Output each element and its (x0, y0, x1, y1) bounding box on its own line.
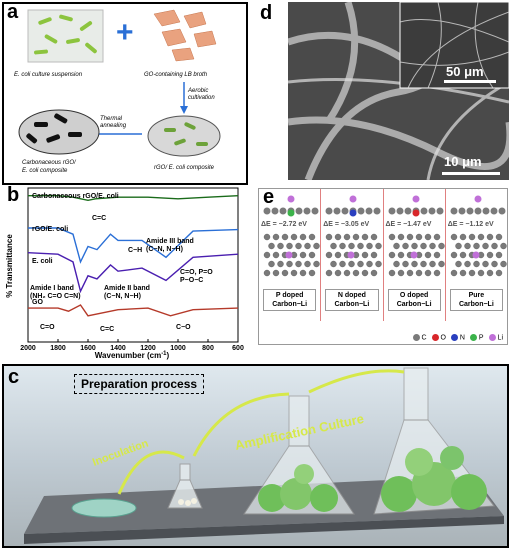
arrow-amplify-2 (308, 369, 405, 394)
medium-flask (243, 395, 355, 515)
legend-li: Li (488, 333, 503, 341)
panel-a-letter: a (7, 1, 19, 23)
thermal-label: Thermal (100, 116, 123, 122)
panel-a-schematic: + E. coli culture suspension GO-containi… (14, 9, 221, 174)
annotation-cc1: C=C (92, 215, 106, 222)
ftir-chart: % Transmittance Wavenumber (cm-1) 2000 18… (5, 187, 244, 360)
series-line-0 (28, 195, 239, 202)
x-tick-label: 600 (232, 345, 244, 352)
panel-c-letter: c (8, 366, 20, 388)
main-scale-bar (442, 172, 500, 175)
inset-scale-label: 50 μm (446, 64, 484, 79)
rgo-ecoli-label: rGO/ E. coli composite (154, 165, 215, 171)
y-axis-label: % Transmittance (5, 234, 14, 298)
annotation-amide1-1: Amide I band (30, 285, 74, 292)
panel-a: + E. coli culture suspension GO-containi… (2, 2, 248, 185)
annotation-amide3-1: Amide III band (146, 238, 194, 245)
x-tick-label: 1400 (110, 345, 126, 352)
x-tick-label: 1600 (80, 345, 96, 352)
annotation-ch: C−H (128, 247, 142, 254)
binding-energy: ΔE = −1.47 eV (385, 221, 432, 228)
annotation-co-go: C=O (40, 324, 55, 331)
inset-scale-bar (444, 80, 496, 83)
dopant-column: ΔE = −1.47 eV O doped Carbon−Li (384, 189, 446, 321)
x-tick-label: 1000 (170, 345, 186, 352)
arrow-inoculation (117, 450, 185, 495)
inoculation-label: Inoculation (91, 437, 150, 468)
system-label: O doped Carbon−Li (387, 289, 441, 311)
annotation-cc-go: C=C (100, 326, 114, 333)
annotation-copo-1: C=O, P=O (180, 269, 213, 276)
annotation-copo-2: P−O−C (180, 277, 203, 284)
panel-b-letter: b (7, 184, 20, 206)
panel-b: % Transmittance Wavenumber (cm-1) 2000 18… (0, 186, 250, 362)
legend-n: N (450, 333, 465, 341)
carbon-label-2: E. coli composite (22, 168, 68, 174)
panel-c: Inoculation Amplification Culture Prepar… (2, 364, 509, 548)
ecoli-label: E. coli culture suspension (14, 72, 83, 78)
large-flask (373, 367, 495, 515)
go-label: GO-containing LB broth (144, 72, 208, 78)
panel-e-letter: e (263, 186, 275, 208)
annotation-amide2-2: (C−N, N−H) (104, 293, 141, 300)
atom-legend: C O N P Li (412, 333, 503, 341)
main-scale-label: 10 μm (444, 154, 482, 169)
carbon-label-1: Carbonaceous rGO/ (22, 160, 77, 166)
series-label-carbon: Carbonaceous rGO/E. coli (32, 193, 119, 200)
x-tick-label: 2000 (20, 345, 36, 352)
preparation-title: Preparation process (74, 374, 205, 394)
legend-c: C (412, 333, 427, 341)
svg-text:cultivation: cultivation (188, 95, 215, 101)
sem-inset (399, 2, 509, 89)
x-tick-label: 1200 (140, 345, 156, 352)
small-flask (167, 463, 203, 509)
aerobic-label: Aerobic (187, 88, 208, 94)
petri-dish (71, 498, 137, 518)
carbon-composite (18, 109, 100, 155)
series-label-go: GO (32, 299, 43, 306)
annotation-c-o-go: C−O (176, 324, 191, 331)
dopant-column: ΔE = −1.12 eV Pure Carbon−Li (446, 189, 507, 321)
arrow-amplify-1 (192, 392, 290, 457)
series-line-2 (27, 252, 239, 294)
series-label-rgo: rGO/E. coli (32, 226, 68, 233)
annotation-amide2-1: Amide II band (104, 285, 150, 292)
annotation-amide1-2: (NH₂ C=O C=N) (30, 293, 81, 300)
x-tick-label: 800 (202, 345, 214, 352)
series-line-3 (28, 304, 239, 317)
x-tick-label: 1800 (50, 345, 66, 352)
dopant-column: ΔE = −3.05 eV N doped Carbon−Li (321, 189, 384, 321)
plot-frame (27, 187, 239, 343)
binding-energy: ΔE = −1.12 eV (447, 221, 494, 228)
panel-d: 50 μm 10 μm (288, 2, 509, 180)
plus-sign: + (116, 16, 134, 49)
binding-energy: ΔE = −3.05 eV (323, 221, 370, 228)
dopant-column: ΔE = −2.72 eV P doped Carbon−Li (259, 189, 322, 321)
ecoli-rods (34, 14, 97, 55)
legend-p: P (469, 333, 484, 341)
legend-o: O (431, 333, 446, 341)
system-label: Pure Carbon−Li (449, 289, 503, 311)
svg-text:annealing: annealing (100, 123, 127, 129)
go-sheets (153, 9, 217, 62)
rgo-ecoli-composite (147, 115, 221, 157)
sem-image (288, 2, 509, 180)
panel-c-illustration: Inoculation Amplification Culture (24, 367, 504, 544)
annotation-amide3-2: (C−N, N−H) (146, 246, 183, 253)
series-label-ecoli: E. coli (32, 258, 53, 265)
x-axis-label: Wavenumber (cm-1) (95, 351, 170, 360)
panel-d-letter: d (260, 2, 273, 24)
series-line-1 (28, 227, 239, 264)
system-label: N doped Carbon−Li (325, 289, 379, 311)
system-label: P doped Carbon−Li (263, 289, 317, 311)
binding-energy: ΔE = −2.72 eV (261, 221, 307, 228)
